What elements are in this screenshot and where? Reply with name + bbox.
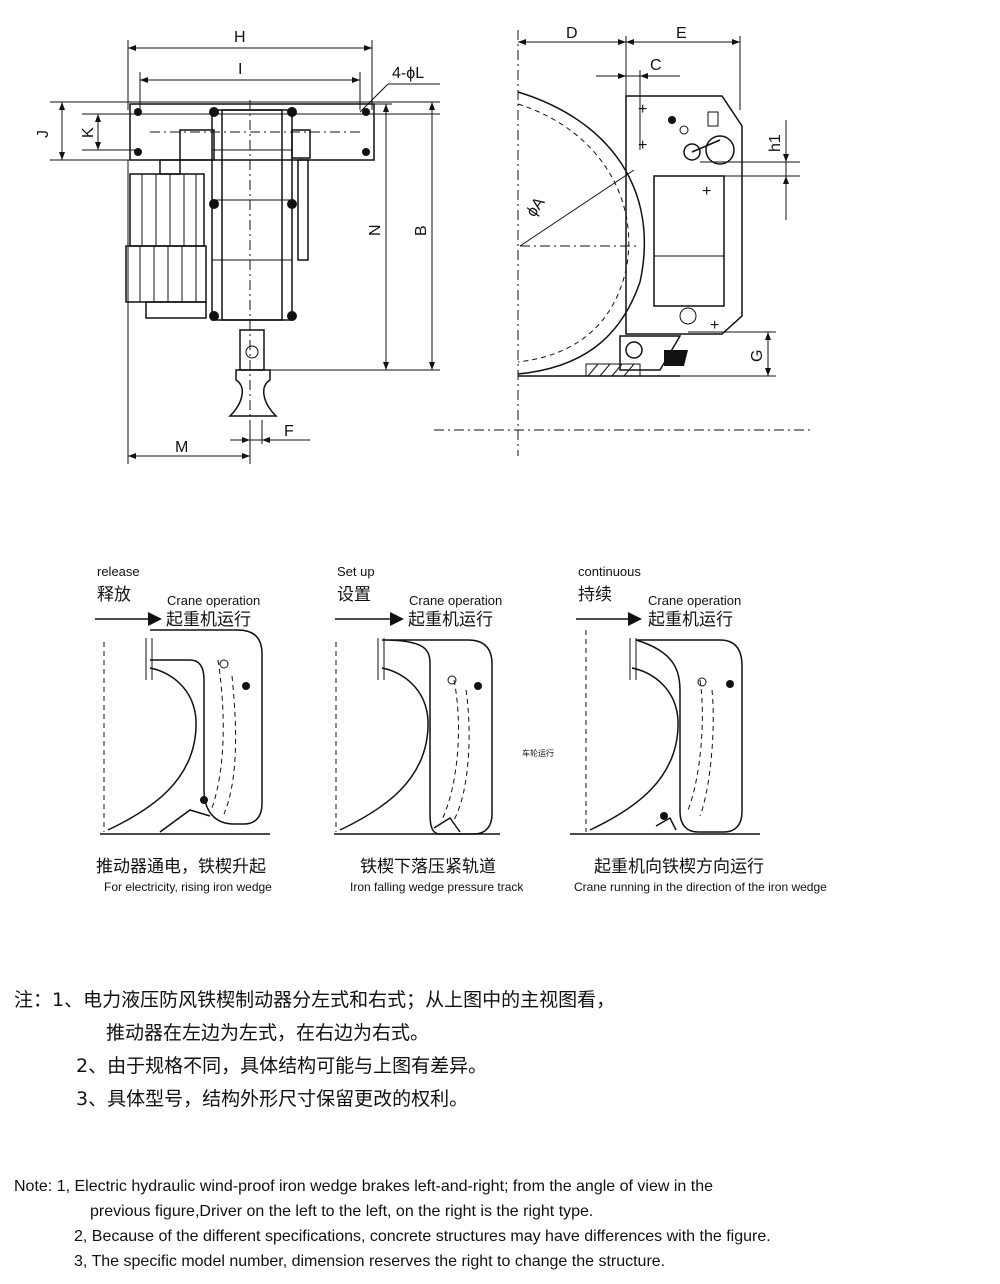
dim-label-j: J [35, 130, 52, 138]
dim-label-g: G [749, 350, 766, 362]
panel-2-cn-op: 起重机运行 [408, 610, 493, 630]
panel-1-en-title: release [97, 564, 140, 579]
dim-label-k: K [80, 127, 97, 138]
dim-label-c: C [650, 57, 662, 74]
panel-2-cn-caption: 铁楔下落压紧轨道 [360, 857, 496, 877]
dim-label-n: N [367, 224, 384, 236]
dim-label-d: D [566, 25, 578, 42]
panel-1-cn-title: 释放 [97, 585, 131, 605]
svg-text:+: + [702, 183, 711, 200]
notes-chinese: 注：1、电力液压防风铁楔制动器分左式和右式；从上图中的主视图看， 推动器在左边为… [14, 984, 994, 1116]
panel-3-cn-title: 持续 [578, 585, 612, 605]
note-cn-1: 注：1、电力液压防风铁楔制动器分左式和右式；从上图中的主视图看， [14, 989, 616, 1011]
technical-drawing: H I 4-ϕL J K [35, 25, 827, 894]
dim-label-f: F [284, 423, 294, 440]
note-cn-3: 3、具体型号，结构外形尺寸保留更改的权利。 [76, 1088, 469, 1110]
panel-1-cn-op: 起重机运行 [166, 610, 251, 630]
note-en-3: 3, The specific model number, dimension … [74, 1253, 666, 1270]
panel-3-en-title: continuous [578, 564, 641, 579]
dim-label-phi-a: ϕA [523, 194, 548, 220]
svg-text:+: + [710, 317, 719, 334]
panel-release: release 释放 Crane operation 起重机运行 推动器通电，铁… [95, 564, 272, 894]
dim-label-h1: h1 [767, 134, 784, 152]
note-cn-1-cont: 推动器在左边为左式，在右边为右式。 [106, 1022, 430, 1044]
panel-3-side-label: 车轮运行 [522, 748, 554, 758]
panel-continuous: continuous 持续 Crane operation 起重机运行 车轮运行… [522, 564, 827, 894]
dim-label-e: E [676, 25, 687, 42]
panel-3-en-op: Crane operation [648, 593, 741, 608]
panel-1-en-op: Crane operation [167, 593, 260, 608]
panel-3-cn-caption: 起重机向铁楔方向运行 [594, 857, 764, 877]
dim-label-b: B [413, 225, 430, 236]
note-en-1: Note: 1, Electric hydraulic wind-proof i… [14, 1178, 714, 1195]
panel-1-cn-caption: 推动器通电，铁楔升起 [96, 857, 266, 877]
front-view: H I 4-ϕL J K [35, 29, 440, 464]
panel-2-cn-title: 设置 [337, 585, 371, 605]
dim-label-h: H [234, 29, 246, 46]
notes-english: Note: 1, Electric hydraulic wind-proof i… [14, 1174, 994, 1274]
note-cn-2: 2、由于规格不同，具体结构可能与上图有差异。 [76, 1055, 488, 1077]
dim-label-i: I [238, 61, 242, 78]
side-view: D E C ϕA + + + + h1 [434, 25, 810, 456]
panel-2-en-caption: Iron falling wedge pressure track [350, 880, 524, 894]
svg-text:+: + [638, 101, 647, 118]
note-en-2: 2, Because of the different specificatio… [74, 1228, 771, 1245]
dim-label-m: M [175, 439, 188, 456]
panel-set-up: Set up 设置 Crane operation 起重机运行 铁楔下落压紧轨道… [334, 564, 524, 894]
panel-3-cn-op: 起重机运行 [648, 610, 733, 630]
dim-label-4-phi-l: 4-ϕL [392, 65, 424, 82]
panel-2-en-title: Set up [337, 564, 375, 579]
panel-1-en-caption: For electricity, rising iron wedge [104, 880, 272, 894]
panel-3-en-caption: Crane running in the direction of the ir… [574, 880, 827, 894]
svg-text:+: + [638, 137, 647, 154]
note-en-1-cont: previous figure,Driver on the left to th… [90, 1203, 594, 1220]
panel-2-en-op: Crane operation [409, 593, 502, 608]
